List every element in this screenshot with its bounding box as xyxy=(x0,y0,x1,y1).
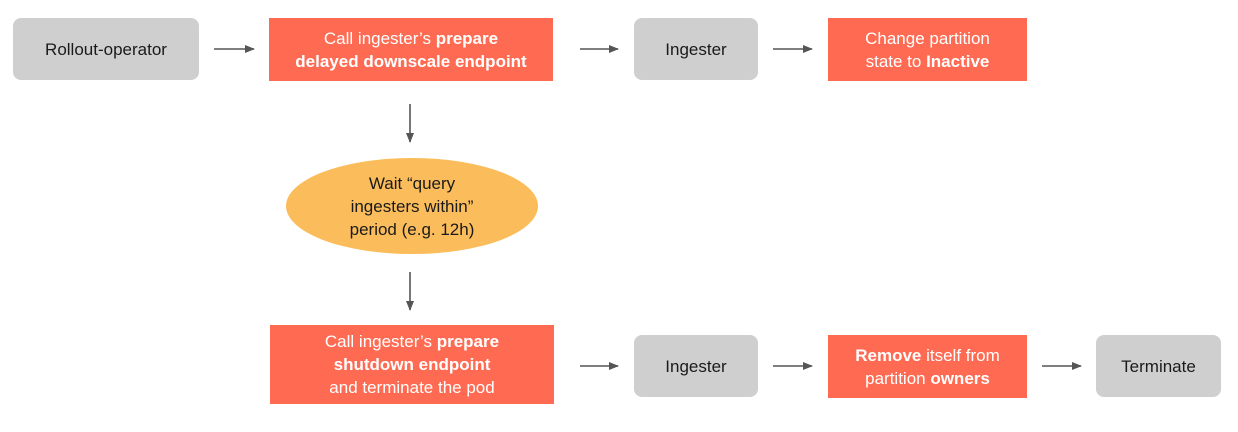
call-prepare-shutdown-line2-bold: shutdown endpoint xyxy=(333,355,491,374)
call-prepare-delayed-line1-bold: prepare xyxy=(435,28,499,48)
remove-itself-from-owners-node: Remove itself from partition owners xyxy=(828,335,1027,398)
call-prepare-delayed-line1-prefix: Call ingester’s xyxy=(323,28,436,48)
terminate-node: Terminate xyxy=(1096,335,1221,397)
wait-line2: ingesters within” xyxy=(350,196,474,216)
call-prepare-delayed-downscale-node: Call ingester’s prepare delayed downscal… xyxy=(269,18,553,81)
change-partition-line2-bold: Inactive xyxy=(926,51,990,71)
rollout-operator-node: Rollout-operator xyxy=(13,18,199,80)
remove-itself-line1-bold: Remove xyxy=(855,345,922,365)
change-partition-line2-prefix: state to xyxy=(865,51,927,71)
rollout-operator-label: Rollout-operator xyxy=(45,39,167,59)
change-partition-state-node: Change partition state to Inactive xyxy=(828,18,1027,81)
ingester-top-label: Ingester xyxy=(665,39,727,59)
call-prepare-shutdown-line1-prefix: Call ingester’s xyxy=(324,332,437,351)
ingester-top-node: Ingester xyxy=(634,18,758,80)
call-prepare-delayed-line2-bold: delayed downscale endpoint xyxy=(295,51,527,71)
remove-itself-line2-bold: owners xyxy=(930,368,990,388)
ingester-bottom-node: Ingester xyxy=(634,335,758,397)
wait-line3: period (e.g. 12h) xyxy=(349,219,475,239)
ingester-bottom-label: Ingester xyxy=(665,356,727,376)
call-prepare-shutdown-line3: and terminate the pod xyxy=(329,378,495,397)
call-prepare-shutdown-node: Call ingester’s prepare shutdown endpoin… xyxy=(270,325,554,404)
remove-itself-line1-suffix: itself from xyxy=(921,345,1000,365)
remove-itself-line2-prefix: partition xyxy=(865,368,931,388)
wait-query-ingesters-within-node: Wait “query ingesters within” period (e.… xyxy=(286,158,538,254)
wait-line1: Wait “query xyxy=(368,173,456,193)
terminate-label: Terminate xyxy=(1121,356,1196,376)
change-partition-line1: Change partition xyxy=(865,28,990,48)
call-prepare-shutdown-line1-bold: prepare xyxy=(436,332,500,351)
